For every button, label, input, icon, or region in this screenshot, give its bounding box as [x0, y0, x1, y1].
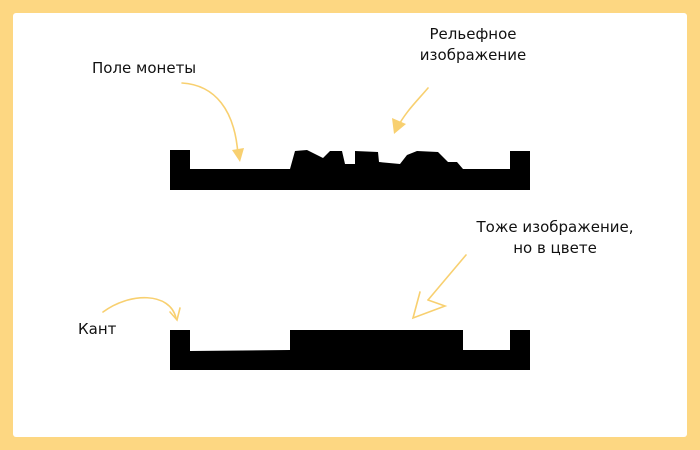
- arrow-coin-field: [181, 82, 239, 156]
- label-relief-image-line1: Рельефное: [429, 25, 517, 43]
- arrowhead-coin-field: [232, 148, 244, 162]
- arrowhead-color-image: [411, 291, 448, 320]
- label-relief-image-line2: изображение: [419, 46, 527, 64]
- label-rim: Кант: [78, 320, 117, 338]
- label-color-image-line1: Тоже изображение,: [476, 218, 634, 236]
- arrow-color-image: [427, 254, 467, 301]
- label-color-image: Тоже изображение, но в цвете: [476, 217, 633, 259]
- label-coin-field: Поле монеты: [92, 59, 197, 77]
- arrowhead-relief-image: [392, 118, 406, 134]
- arrowhead-rim: [169, 307, 181, 322]
- label-color-image-line2: но в цвете: [513, 239, 597, 257]
- arrow-rim: [102, 296, 177, 319]
- colored-coin-profile: [170, 330, 530, 370]
- label-relief-image: Рельефное изображение: [420, 24, 526, 66]
- relief-coin-profile: [170, 150, 530, 190]
